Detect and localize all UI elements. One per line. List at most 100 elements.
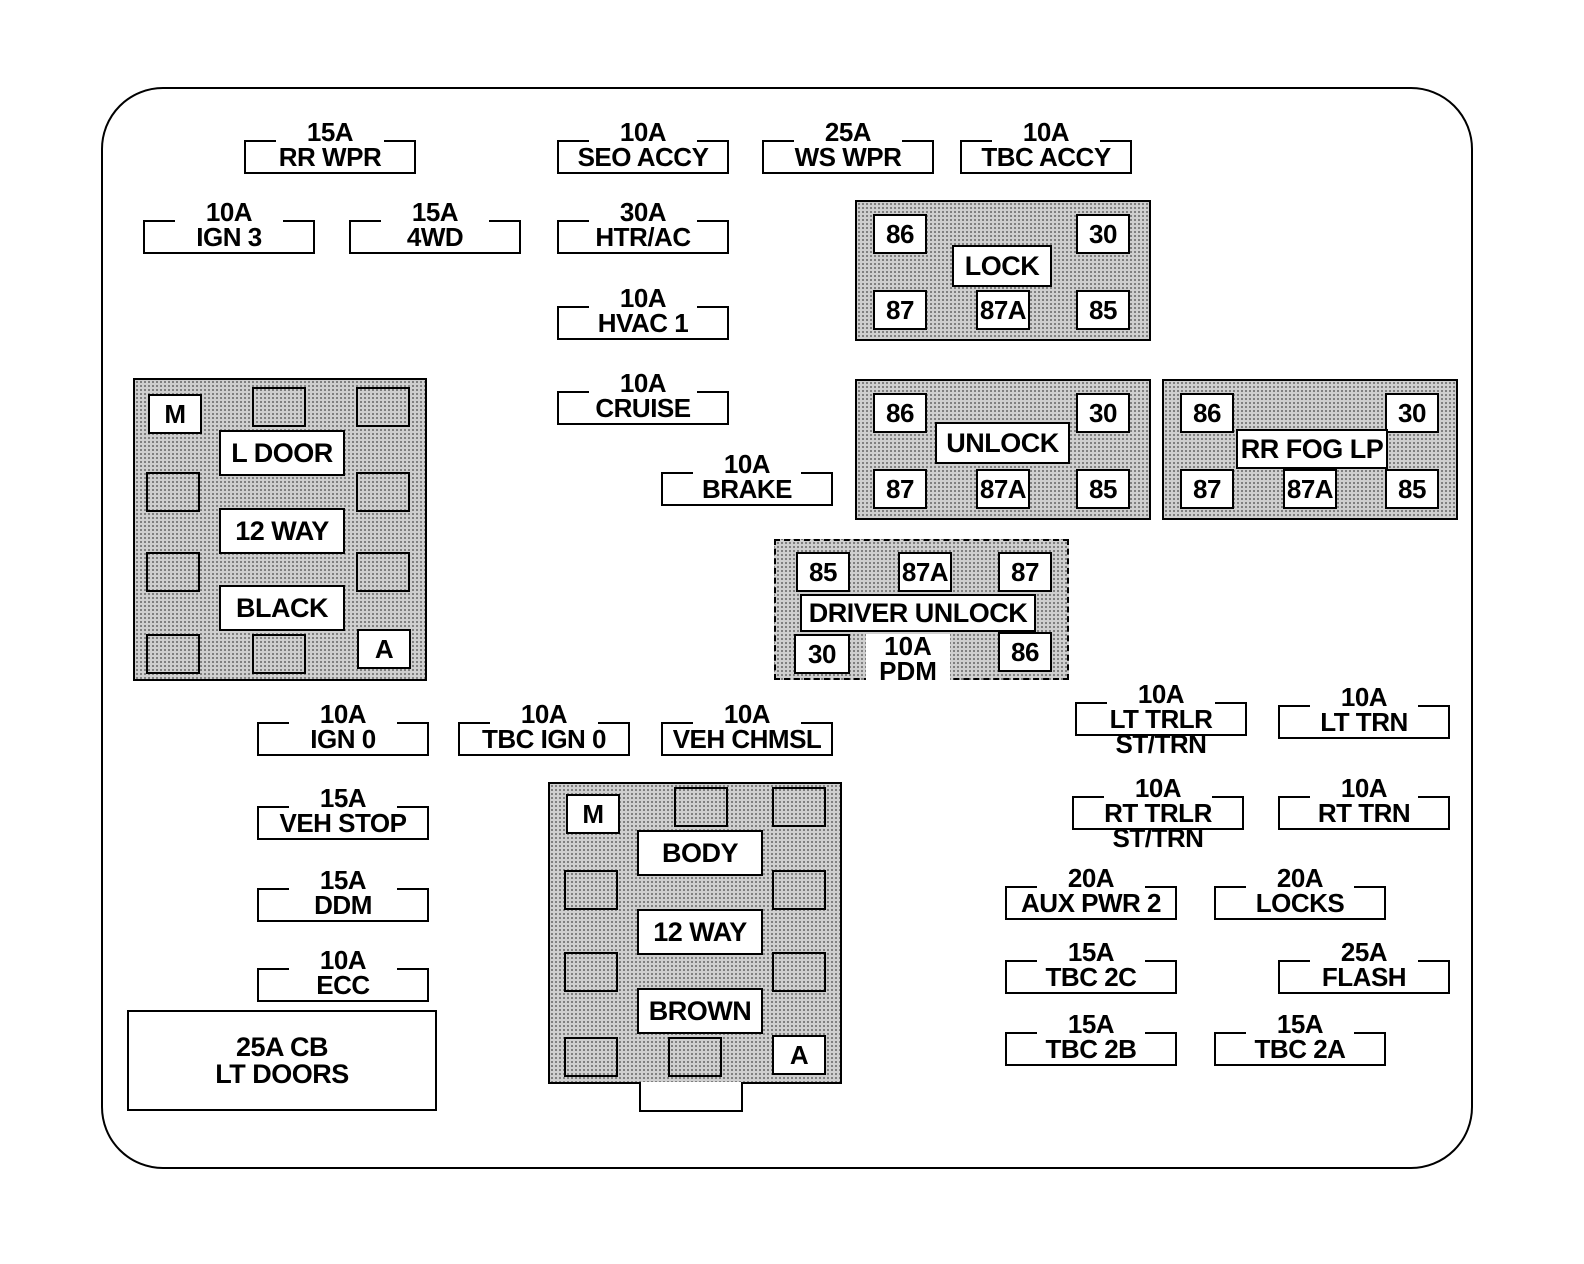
pin-cavity <box>146 634 200 674</box>
cb-label: LT DOORS <box>215 1059 349 1089</box>
relay-name: LOCK <box>952 245 1052 287</box>
fuse-amp: 10A <box>319 699 367 729</box>
pin-cavity <box>252 634 306 674</box>
connector-label-2: 12 WAY <box>637 909 763 955</box>
fuse-amp: 15A <box>319 865 367 895</box>
fuse-label: AUX PWR 2 <box>1021 888 1161 918</box>
fuse-amp: 10A <box>619 283 667 313</box>
fuse-amp: 30A <box>619 197 667 227</box>
pin-cavity <box>356 552 410 592</box>
terminal-30: 30 <box>1076 393 1130 433</box>
fuse-amp: 15A <box>319 783 367 813</box>
pin-cavity <box>564 952 618 992</box>
pin-m: M <box>148 394 202 434</box>
terminal-85: 85 <box>1076 290 1130 330</box>
pin-cavity <box>146 552 200 592</box>
pin-cavity <box>564 1037 618 1077</box>
fuse-amp: 20A <box>1067 863 1115 893</box>
fuse-label: IGN 3 <box>196 222 262 252</box>
terminal-86: 86 <box>1180 393 1234 433</box>
connector-label-2: 12 WAY <box>219 508 345 554</box>
pin-cavity <box>146 472 200 512</box>
fuse-label: LT TRLR <box>1109 704 1213 734</box>
connector-label-3: BLACK <box>219 585 345 631</box>
fuse-label-line2: ST/TRN <box>1112 823 1204 853</box>
fuse-label: HVAC 1 <box>597 308 689 338</box>
cb-rating: 25A CB <box>235 1032 329 1062</box>
pin-cavity <box>772 952 826 992</box>
fuse-block-outline <box>101 87 1473 1169</box>
connector-tab <box>639 1082 743 1112</box>
fuse-amp: 10A <box>1022 117 1070 147</box>
fuse-label: CRUISE <box>595 393 691 423</box>
terminal-86: 86 <box>998 632 1052 672</box>
terminal-86: 86 <box>873 393 927 433</box>
relay-lock: 86 30 LOCK 87 87A 85 <box>855 200 1151 341</box>
fuse-label: TBC 2B <box>1045 1034 1137 1064</box>
fuse-amp: 10A <box>1137 679 1185 709</box>
pin-cavity <box>674 787 728 827</box>
fuse-amp: 15A <box>1067 1009 1115 1039</box>
fuse-label: VEH CHMSL <box>672 724 822 754</box>
fuse-label: RR WPR <box>278 142 382 172</box>
fuse-label: HTR/AC <box>595 222 691 252</box>
pin-cavity <box>356 387 410 427</box>
fuse-amp: 15A <box>1067 937 1115 967</box>
connector-body-12-way-brown: M BODY 12 WAY BROWN A <box>548 782 842 1084</box>
terminal-87: 87 <box>1180 469 1234 509</box>
fuse-label: LT TRN <box>1320 707 1408 737</box>
fuse-amp: 20A <box>1276 863 1324 893</box>
terminal-87: 87 <box>873 290 927 330</box>
fuse-label: FLASH <box>1321 962 1407 992</box>
fuse-amp: 10A <box>1340 682 1388 712</box>
fuse-label: 4WD <box>406 222 464 252</box>
fuse-label: BRAKE <box>702 474 792 504</box>
fuse-amp: 10A <box>1134 773 1182 803</box>
connector-label-1: BODY <box>637 830 763 876</box>
fuse-amp: 25A <box>824 117 872 147</box>
terminal-30: 30 <box>1076 214 1130 254</box>
fuse-amp: 10A <box>319 945 367 975</box>
fuse-label: TBC IGN 0 <box>481 724 607 754</box>
pin-cavity <box>772 870 826 910</box>
fuse-amp: 15A <box>1276 1009 1324 1039</box>
terminal-87a: 87A <box>976 290 1030 330</box>
fuse-amp: 10A <box>619 117 667 147</box>
terminal-85: 85 <box>796 552 850 592</box>
terminal-85: 85 <box>1385 469 1439 509</box>
terminal-87: 87 <box>998 552 1052 592</box>
fuse-amp: 15A <box>411 197 459 227</box>
fuse-label: WS WPR <box>794 142 902 172</box>
relay-name: DRIVER UNLOCK <box>800 594 1036 632</box>
fuse-label: SEO ACCY <box>577 142 709 172</box>
fuse-amp: 10A <box>619 368 667 398</box>
pin-cavity <box>252 387 306 427</box>
fuse-amp: 10A <box>884 631 932 661</box>
fuse-amp: 25A <box>1340 937 1388 967</box>
terminal-85: 85 <box>1076 469 1130 509</box>
pin-cavity <box>668 1037 722 1077</box>
fuse-label: TBC 2C <box>1045 962 1137 992</box>
fuse-amp: 10A <box>1340 773 1388 803</box>
